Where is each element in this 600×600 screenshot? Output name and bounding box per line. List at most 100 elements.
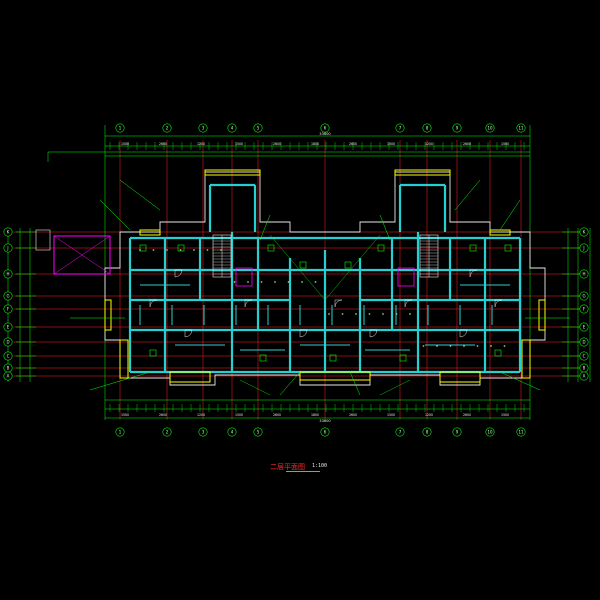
dimension-label-bottom: 1500 (501, 413, 509, 417)
door-swing (174, 269, 183, 278)
room-tag-mark (260, 281, 263, 283)
leader-line (454, 179, 481, 211)
axis-bubble-top-label: 7 (399, 126, 402, 131)
axis-bubble-right-label: G (582, 294, 585, 299)
leader-line (99, 199, 131, 231)
window (521, 339, 531, 379)
axis-bubble-top-label: 11 (518, 126, 524, 131)
axis-bubble-left-label: B (7, 366, 10, 371)
axis-bubble-left (3, 227, 13, 237)
axis-bubble-bottom (227, 427, 237, 437)
building-outline (104, 171, 546, 386)
title-underline (286, 471, 320, 472)
room-tag-mark (341, 313, 344, 315)
axis-bubble-top (485, 123, 495, 133)
terrace-hatch (53, 235, 111, 275)
drawing-scale: 1:100 (312, 463, 328, 469)
room-tag-mark (382, 313, 384, 315)
axis-bubble-right (579, 371, 589, 381)
door-swing (334, 299, 343, 308)
window (119, 339, 129, 379)
axis-bubble-top (115, 123, 125, 133)
room-tag-mark (193, 249, 195, 251)
axis-bubble-top (452, 123, 462, 133)
room-tag-mark (247, 281, 249, 283)
room-tag-mark (328, 313, 330, 315)
dimension-label-top: 1500 (387, 142, 395, 146)
room-tag-mark (436, 345, 438, 347)
dimension-label-top: 1200 (197, 142, 205, 146)
axis-bubble-top-label: 3 (202, 126, 205, 131)
axis-bubble-left (3, 291, 13, 301)
door-swing (244, 299, 253, 308)
room-tag-mark (422, 345, 425, 347)
axis-bubble-right-label: A (583, 374, 586, 379)
axis-bubble-right-label: F (583, 307, 586, 312)
room-tag-mark (463, 345, 465, 347)
axis-bubble-right-label: J (582, 246, 584, 251)
window (489, 229, 511, 236)
dimension-label-top: 2600 (463, 142, 471, 146)
room-tag-mark (274, 281, 276, 283)
leader-line (499, 199, 521, 231)
terrace-detail (35, 229, 51, 251)
axis-bubble-left (3, 269, 13, 279)
axis-bubble-left-label: G (6, 294, 9, 299)
fixture (399, 354, 407, 362)
room-tag-mark (355, 313, 357, 315)
axis-bubble-left (3, 322, 13, 332)
axis-bubble-right-label: K (583, 230, 586, 235)
door-swing (369, 329, 378, 338)
axis-bubble-top (516, 123, 526, 133)
axis-bubble-top-label: 9 (456, 126, 459, 131)
room-tag-mark (220, 249, 222, 251)
dimension-label-bottom: 1200 (197, 413, 205, 417)
axis-bubble-top (198, 123, 208, 133)
fixture (259, 354, 267, 362)
axis-bubble-bottom (485, 427, 495, 437)
axis-bubble-left-label: A (7, 374, 10, 379)
leader-line (279, 371, 301, 396)
leader-line (89, 371, 151, 391)
axis-bubble-top-label: 1 (119, 126, 122, 131)
axis-bubble-left-label: K (7, 230, 10, 235)
dimension-label-bottom: 2600 (349, 413, 357, 417)
door-swing (469, 269, 478, 278)
axis-bubble-top (227, 123, 237, 133)
axis-bubble-right (579, 351, 589, 361)
axis-bubble-left (3, 371, 13, 381)
door-swing (459, 329, 468, 338)
axis-bubble-right-label: H (582, 272, 585, 277)
axis-bubble-right (579, 269, 589, 279)
dimension-label-top: 1200 (425, 142, 433, 146)
room-tag-mark (368, 313, 371, 315)
axis-bubble-bottom-label: 8 (426, 430, 429, 435)
room-tag-mark (503, 345, 506, 347)
dimension-label-top: 2600 (349, 142, 357, 146)
axis-bubble-right (579, 304, 589, 314)
fixture (329, 354, 337, 362)
axis-bubble-bottom-label: 4 (231, 430, 234, 435)
leader-line (259, 214, 271, 241)
axis-bubble-left-label: E (7, 325, 10, 330)
axis-bubble-bottom (198, 427, 208, 437)
axis-bubble-top (253, 123, 263, 133)
fixture (469, 244, 477, 252)
dimension-label-top: 2600 (273, 142, 281, 146)
axis-bubble-bottom-label: 2 (166, 430, 169, 435)
axis-bubble-bottom-label: 7 (399, 430, 402, 435)
door-swing (299, 329, 308, 338)
dimension-label-bottom: 2600 (463, 413, 471, 417)
axis-bubble-top (162, 123, 172, 133)
leader-line (379, 214, 391, 241)
axis-bubble-left-label: F (7, 307, 10, 312)
axis-bubble-right-label: C (583, 354, 586, 359)
axis-bubble-bottom (162, 427, 172, 437)
axis-bubble-left-label: D (6, 340, 9, 345)
axis-bubble-bottom (320, 427, 330, 437)
axis-bubble-right (579, 227, 589, 237)
axis-bubble-bottom (452, 427, 462, 437)
drawing-title: 二层平面图 (270, 463, 305, 471)
room-tag-mark (409, 313, 411, 315)
axis-bubble-top-label: 2 (166, 126, 169, 131)
